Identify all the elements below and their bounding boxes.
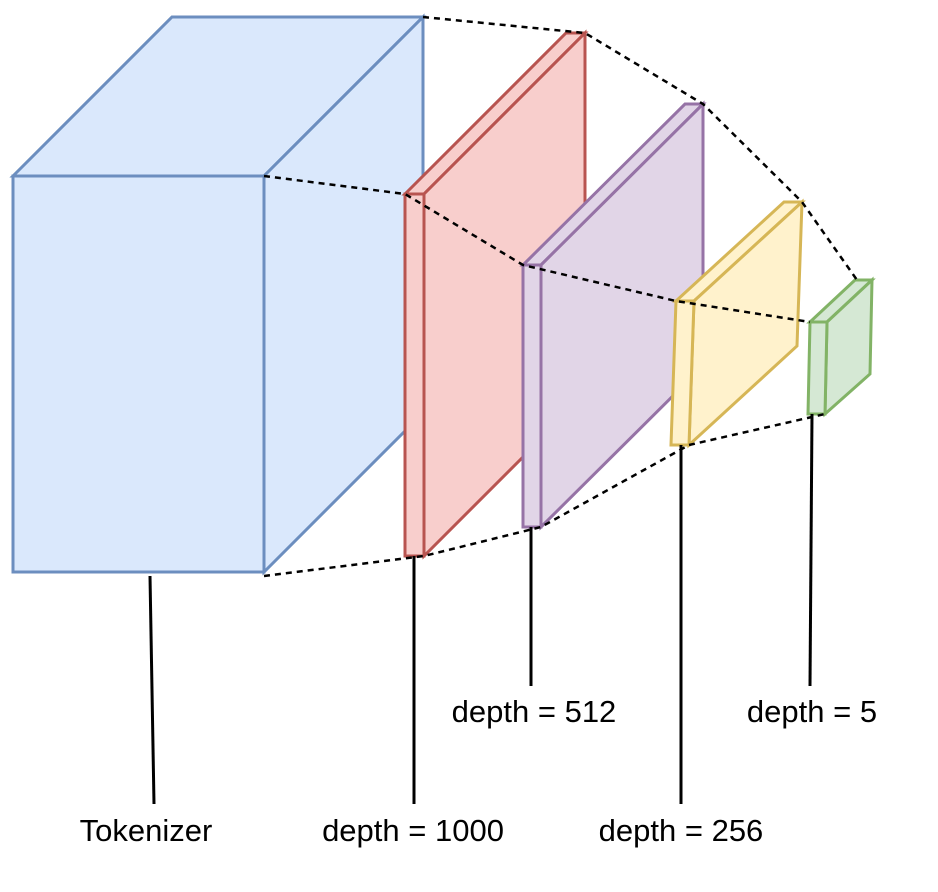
layer3-block xyxy=(669,198,806,449)
layer2-label: depth = 512 xyxy=(452,694,617,729)
connector-lines xyxy=(263,15,859,578)
tokenizer-leader-line xyxy=(148,575,156,805)
tokenizer-label: Tokenizer xyxy=(80,813,213,848)
leader-lines xyxy=(148,413,814,805)
tokenizer-front-face xyxy=(11,174,266,574)
layer4-leader-line xyxy=(808,413,814,687)
connector-bottom-edge xyxy=(263,412,826,578)
layer4-label: depth = 5 xyxy=(747,694,877,729)
connector-upper-mid-edge xyxy=(263,174,811,324)
layer1-front-face xyxy=(403,192,426,558)
layer3-front-face xyxy=(669,299,696,447)
layer2-front-face xyxy=(521,263,543,529)
layer3-label: depth = 256 xyxy=(599,813,764,848)
connector-top-edge xyxy=(422,15,859,281)
tokenizer-block xyxy=(9,13,427,576)
layer1-label: depth = 1000 xyxy=(322,813,504,848)
layer4-front-face xyxy=(806,320,829,416)
layer4-block xyxy=(806,276,876,418)
